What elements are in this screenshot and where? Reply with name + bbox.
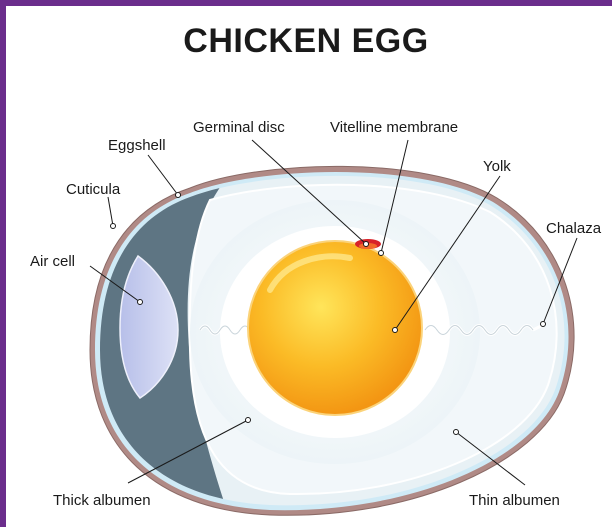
label-eggshell: Eggshell — [108, 137, 166, 154]
label-yolk: Yolk — [483, 158, 511, 175]
label-chalaza: Chalaza — [546, 220, 602, 237]
label-air-cell: Air cell — [30, 253, 75, 270]
label-germinal-disc: Germinal disc — [193, 119, 285, 136]
label-thin-albumen: Thin albumen — [469, 492, 560, 509]
label-vitelline-membrane: Vitelline membrane — [330, 119, 458, 136]
label-cuticula: Cuticula — [66, 181, 121, 198]
label-thick-albumen: Thick albumen — [53, 492, 151, 509]
